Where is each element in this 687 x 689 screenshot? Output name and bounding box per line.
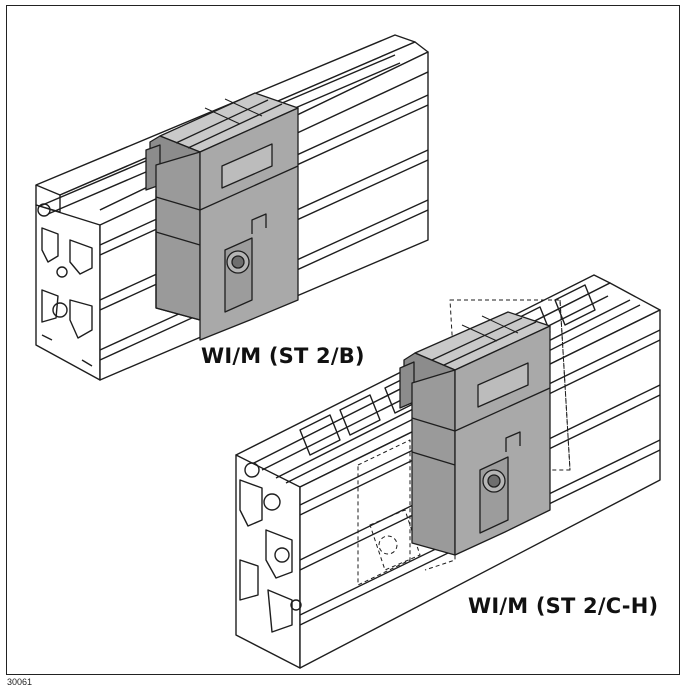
figure-id: 30061: [7, 677, 33, 687]
upper-unit-label: WI/M (ST 2/B): [201, 344, 365, 368]
lower-unit-label: WI/M (ST 2/C-H): [468, 594, 659, 618]
lower-housing: [399, 311, 551, 556]
upper-housing: [145, 92, 299, 341]
